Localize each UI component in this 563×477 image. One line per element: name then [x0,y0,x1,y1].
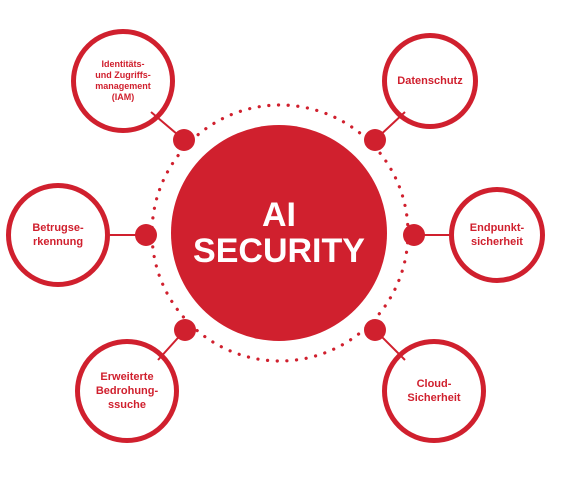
center-title-line2: SECURITY [193,232,365,270]
connector-joint-endpoint-security [403,224,425,246]
center-title-line1: AI [262,196,296,234]
center-hub: AI SECURITY [171,125,387,341]
connector-joint-data-protection [364,129,386,151]
node-fraud-detection: Betrugse- rkennung [6,183,110,287]
node-data-protection: Datenschutz [382,33,478,129]
connector-joint-fraud-detection [135,224,157,246]
node-iam: Identitäts- und Zugriffs- management (IA… [71,29,175,133]
node-label-fraud-detection: Betrugse- rkennung [32,222,84,248]
node-endpoint-security: Endpunkt- sicherheit [449,187,545,283]
node-label-cloud-security: Cloud- Sicherheit [407,378,461,404]
node-cloud-security: Cloud- Sicherheit [382,339,486,443]
connector-joint-threat-hunting [174,319,196,341]
node-label-threat-hunting: Erweiterte Bedrohung- ssuche [95,371,159,411]
connector-joints [135,129,425,341]
connector-joint-cloud-security [364,319,386,341]
node-threat-hunting: Erweiterte Bedrohung- ssuche [75,339,179,443]
node-label-endpoint-security: Endpunkt- sicherheit [469,222,525,248]
node-label-iam: Identitäts- und Zugriffs- management (IA… [95,59,151,102]
connector-joint-iam [173,129,195,151]
node-label-data-protection: Datenschutz [397,74,463,87]
